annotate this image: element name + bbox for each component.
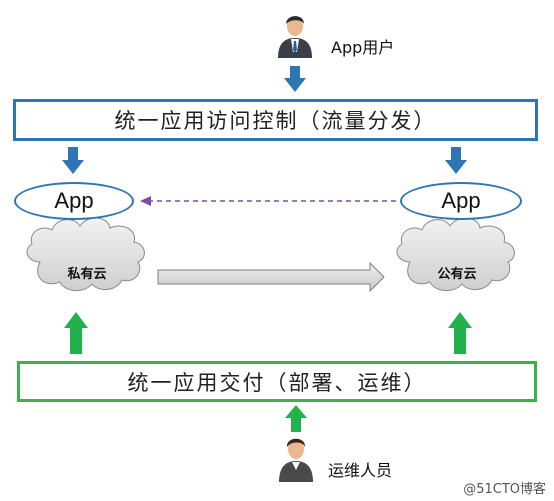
operator-icon bbox=[279, 438, 313, 482]
ops-staff-label: 运维人员 bbox=[328, 461, 393, 480]
arrow-user-to-access bbox=[284, 66, 306, 92]
arrow-access-to-left-app bbox=[62, 147, 84, 174]
delivery-label: 统一应用交付（部署、运维） bbox=[127, 370, 427, 395]
app-user-label: App用户 bbox=[331, 38, 395, 57]
arrow-private-to-public bbox=[157, 261, 385, 293]
arrow-access-to-right-app bbox=[445, 147, 467, 174]
watermark-text: @51CTO博客 bbox=[463, 482, 546, 497]
app-right-label: App bbox=[441, 188, 481, 213]
access-control-label: 统一应用访问控制（流量分发） bbox=[114, 109, 437, 133]
arrow-delivery-to-public bbox=[448, 312, 472, 354]
private-cloud-shape bbox=[26, 217, 145, 291]
public-cloud-label: 公有云 bbox=[437, 267, 477, 282]
public-cloud-shape bbox=[396, 217, 515, 291]
delivery-box: 统一应用交付（部署、运维） bbox=[17, 361, 537, 402]
app-left-node: App bbox=[14, 182, 134, 220]
access-control-box: 统一应用访问控制（流量分发） bbox=[13, 99, 538, 141]
private-cloud-label: 私有云 bbox=[67, 267, 107, 282]
app-right-node: App bbox=[400, 182, 522, 220]
arrow-delivery-to-private bbox=[64, 312, 88, 354]
dashed-arrow-app-sync bbox=[140, 196, 396, 206]
businessman-icon bbox=[278, 16, 312, 58]
arrow-ops-to-delivery bbox=[285, 405, 307, 432]
app-left-label: App bbox=[54, 188, 94, 213]
